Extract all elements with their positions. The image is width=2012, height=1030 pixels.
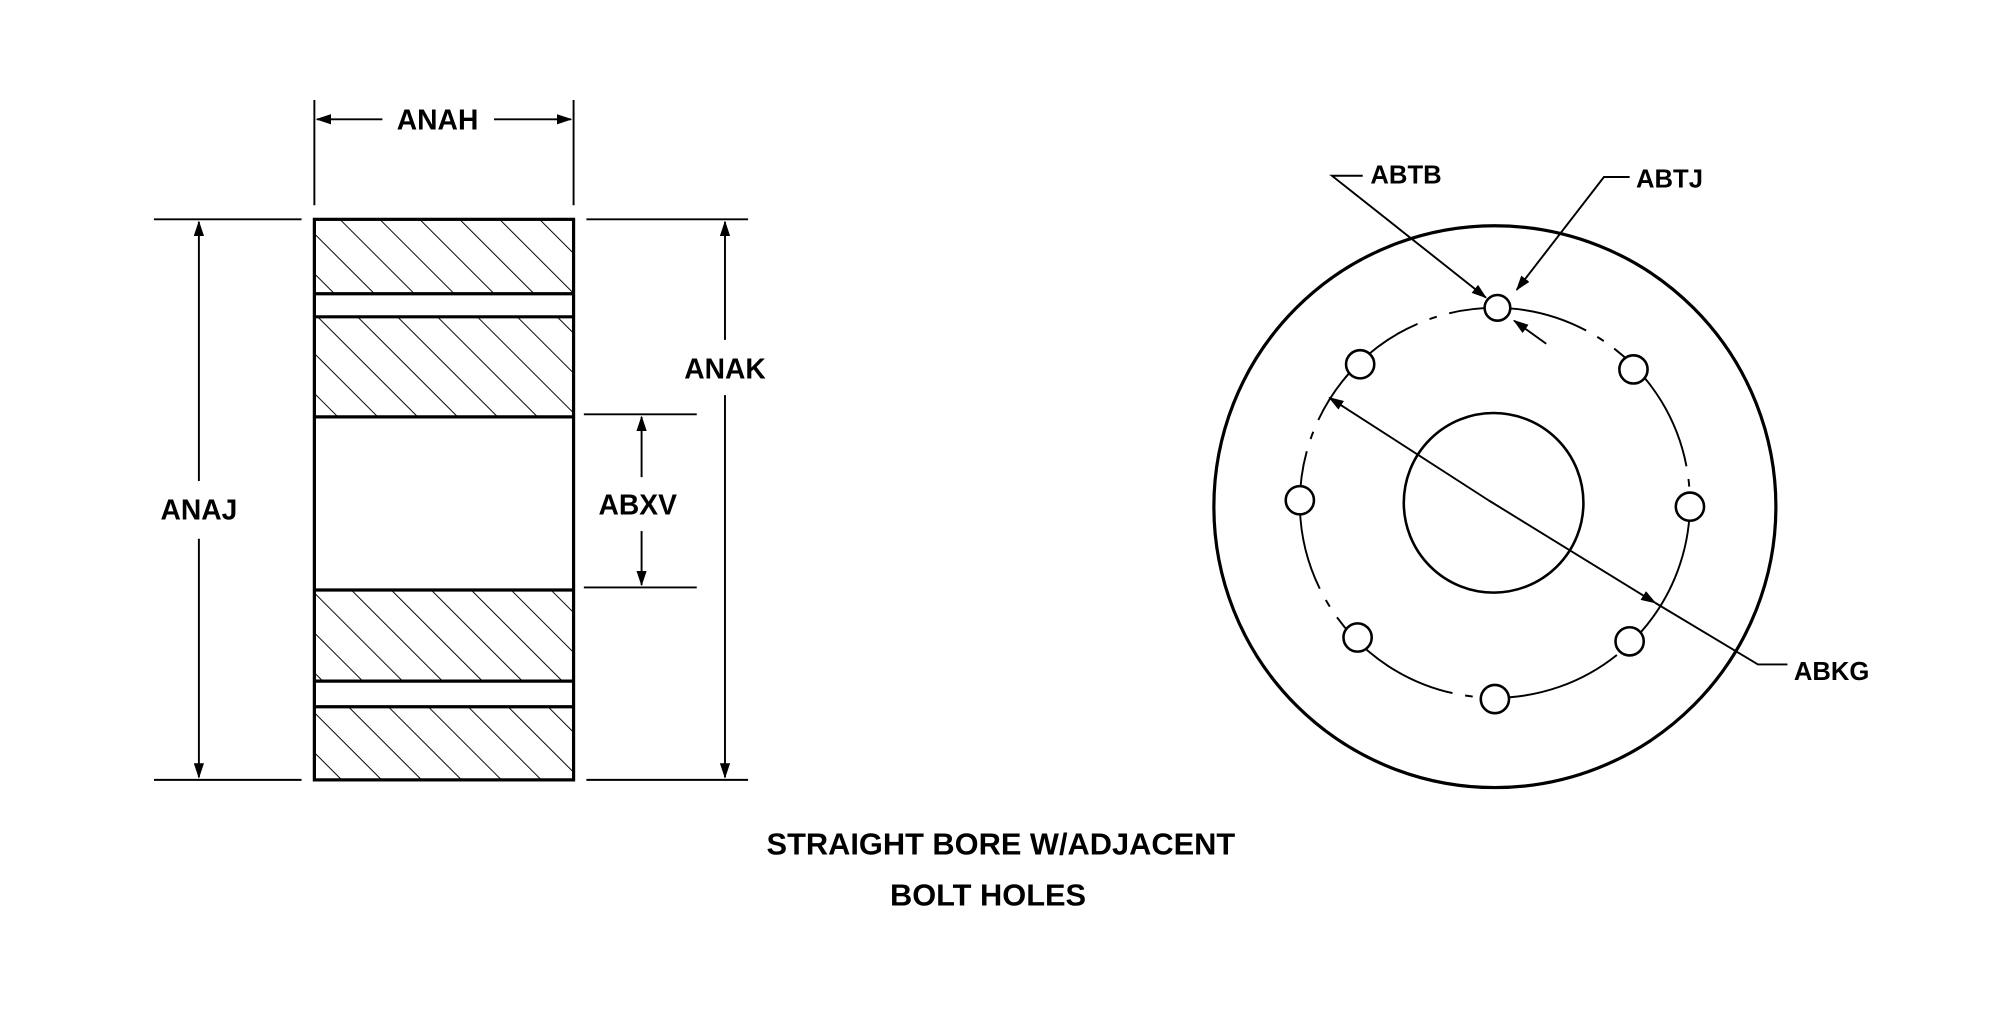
dimension-anak xyxy=(586,218,749,781)
leader-abtj xyxy=(1513,176,1630,345)
hatched-band xyxy=(314,590,574,682)
label-abtb: ABTB xyxy=(1370,161,1441,189)
bore-circle xyxy=(1402,411,1585,594)
outer-circle xyxy=(1212,224,1778,790)
bolt-holes xyxy=(1284,293,1706,715)
caption-line-2: BOLT HOLES xyxy=(890,878,1086,913)
hatched-band xyxy=(314,316,574,417)
dimension-abxv xyxy=(583,413,697,589)
front-view xyxy=(1212,224,1778,790)
hatched-band xyxy=(314,706,574,780)
label-anak: ANAK xyxy=(684,352,766,384)
label-abkg: ABKG xyxy=(1794,658,1870,686)
side-section-view xyxy=(312,217,576,782)
leader-abtb xyxy=(1329,174,1487,299)
dimension-anaj xyxy=(153,218,302,781)
dimension-anah xyxy=(313,100,575,206)
label-anah: ANAH xyxy=(397,104,479,136)
label-anaj: ANAJ xyxy=(160,493,237,525)
hatched-band xyxy=(314,219,574,294)
dimension-abkg xyxy=(1328,396,1788,666)
label-abtj: ABTJ xyxy=(1636,165,1703,193)
label-abxv: ABXV xyxy=(599,488,678,520)
caption-line-1: STRAIGHT BORE W/ADJACENT xyxy=(767,826,1236,861)
